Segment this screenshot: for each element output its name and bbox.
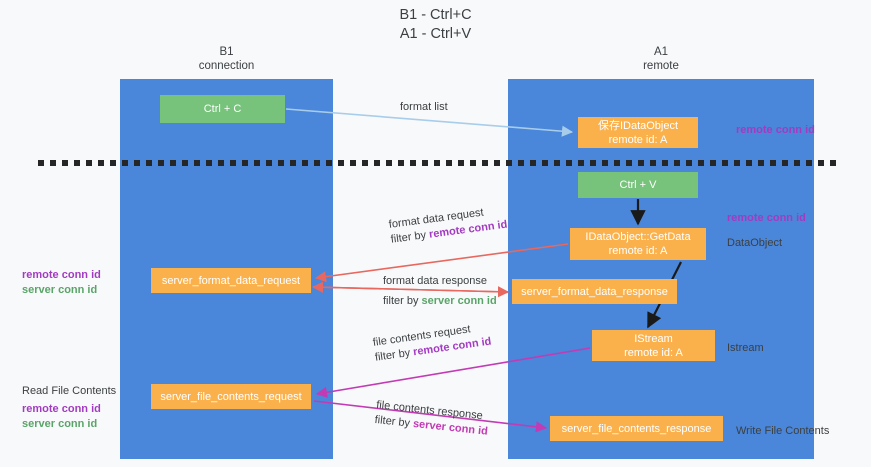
label-remote-conn-id-left-2: remote conn id — [22, 403, 101, 415]
message-label-file-contents-request: file contents request filter by remote c… — [372, 320, 492, 366]
node-server-file-contents-request[interactable]: server_file_contents_request — [151, 384, 311, 409]
label-remote-conn-id-left-1: remote conn id — [22, 269, 101, 281]
phase-divider — [38, 160, 838, 166]
node-server-format-data-response[interactable]: server_format_data_response — [512, 279, 677, 304]
label-server-conn-id-left-1: server conn id — [22, 284, 98, 296]
swimlane-title-b1: B1 connection — [198, 46, 255, 72]
format-data-request-filter-prefix: filter by — [390, 228, 430, 246]
label-istream: Istream — [727, 342, 764, 354]
label-remote-conn-id-mid: remote conn id — [727, 212, 806, 224]
format-data-response-text: format data response — [383, 275, 487, 287]
file-contents-response-filter-prefix: filter by — [374, 413, 414, 430]
label-dataobject: DataObject — [727, 237, 783, 249]
format-data-response-filter-prefix: filter by — [383, 295, 422, 307]
node-ctrl-c[interactable]: Ctrl + C — [160, 95, 285, 123]
node-server-file-contents-response[interactable]: server_file_contents_response — [550, 416, 723, 441]
label-write-file-contents: Write File Contents — [736, 425, 830, 437]
page-title: B1 - Ctrl+C A1 - Ctrl+V — [399, 7, 472, 42]
node-ctrl-v[interactable]: Ctrl + V — [578, 172, 698, 198]
swimlane-title-a1: A1 remote — [643, 46, 679, 72]
label-group-file-conn-ids: remote conn id server conn id — [22, 402, 101, 432]
label-remote-conn-id-top: remote conn id — [736, 124, 815, 136]
message-label-file-contents-response: file contents response filter by server … — [374, 398, 490, 440]
message-label-format-data-request: format data request filter by remote con… — [388, 203, 508, 248]
message-label-format-list: format list — [400, 101, 448, 113]
format-data-response-filter-key: server conn id — [421, 295, 497, 307]
file-contents-request-filter-prefix: filter by — [374, 346, 415, 364]
node-istream[interactable]: IStream remote id: A — [592, 330, 715, 361]
label-read-file-contents: Read File Contents — [22, 385, 117, 397]
node-idataobject-getdata[interactable]: IDataObject::GetData remote id: A — [570, 228, 706, 260]
message-label-format-data-response: format data response filter by server co… — [383, 274, 497, 309]
label-group-format-conn-ids: remote conn id server conn id — [22, 268, 101, 298]
node-server-format-data-request[interactable]: server_format_data_request — [151, 268, 311, 293]
label-server-conn-id-left-2: server conn id — [22, 418, 98, 430]
node-save-idataobject[interactable]: 保存IDataObject remote id: A — [578, 117, 698, 148]
